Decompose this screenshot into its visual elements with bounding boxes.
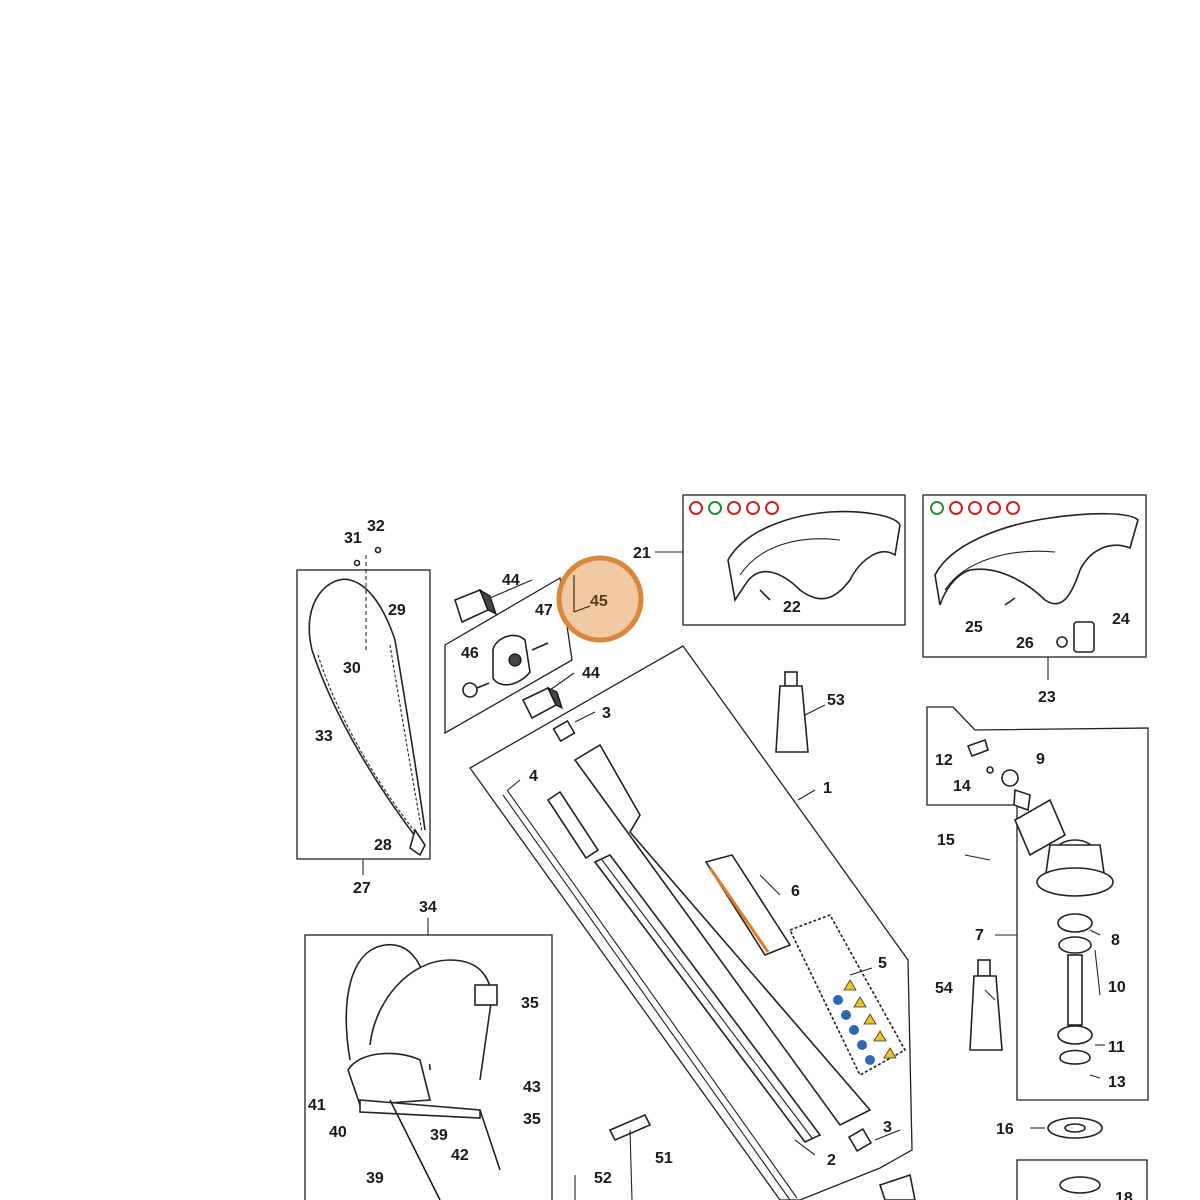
callout-44-bottom: 44 <box>582 665 600 682</box>
callout-54: 54 <box>935 980 953 997</box>
callout-13: 13 <box>1108 1074 1126 1091</box>
callout-44-top: 44 <box>502 572 520 589</box>
callout-14: 14 <box>953 778 971 795</box>
callout-35-top: 35 <box>521 995 539 1012</box>
callout-15: 15 <box>937 832 955 849</box>
callout-3-bottom: 3 <box>883 1119 892 1136</box>
callout-21: 21 <box>633 545 651 562</box>
callout-33: 33 <box>315 728 333 745</box>
callout-6: 6 <box>791 883 800 900</box>
callout-7: 7 <box>975 927 984 944</box>
callout-25: 25 <box>965 619 983 636</box>
callout-35-bottom: 35 <box>523 1111 541 1128</box>
callout-16: 16 <box>996 1121 1014 1138</box>
callout-45: 45 <box>590 593 608 610</box>
grease-tube-54 <box>969 959 1003 1051</box>
callout-23: 23 <box>1038 689 1056 706</box>
shoulder-strap-box <box>296 569 431 860</box>
callout-3-top: 3 <box>602 705 611 722</box>
highlight-marker-45[interactable]: 45 <box>556 555 644 643</box>
callout-40: 40 <box>329 1124 347 1141</box>
callout-30: 30 <box>343 660 361 677</box>
callout-11: 11 <box>1108 1039 1125 1056</box>
callout-9: 9 <box>1036 751 1045 768</box>
handle-clamp-box <box>444 576 573 735</box>
callout-22: 22 <box>783 599 801 616</box>
callout-2: 2 <box>827 1152 836 1169</box>
drive-tube-part <box>502 719 916 1200</box>
callout-46: 46 <box>461 645 479 662</box>
callout-34: 34 <box>419 899 437 916</box>
shoulder-strap-part <box>308 546 426 857</box>
callout-39-left: 39 <box>366 1170 384 1187</box>
guard-box-21 <box>682 494 906 626</box>
callout-26: 26 <box>1016 635 1034 652</box>
highlight-circle[interactable] <box>556 555 644 643</box>
callout-52: 52 <box>594 1170 612 1187</box>
callout-31: 31 <box>344 530 362 547</box>
callout-24: 24 <box>1112 611 1130 628</box>
callout-1: 1 <box>823 780 832 797</box>
gear-head-box <box>926 706 1149 1101</box>
callout-43: 43 <box>523 1079 541 1096</box>
callout-42: 42 <box>451 1147 469 1164</box>
bottom-right-box <box>1016 1159 1148 1200</box>
tool-parts <box>574 1113 652 1200</box>
callout-53: 53 <box>827 692 845 709</box>
callout-41: 41 <box>308 1097 326 1114</box>
callout-4: 4 <box>529 768 538 785</box>
grease-tube-53 <box>775 671 809 753</box>
callout-27: 27 <box>353 880 371 897</box>
callout-47: 47 <box>535 602 553 619</box>
guard-box-23 <box>922 494 1147 658</box>
callout-5: 5 <box>878 955 887 972</box>
callout-39-right: 39 <box>430 1127 448 1144</box>
harness-part: STIHL <box>345 944 501 1200</box>
callout-18: 18 <box>1115 1190 1133 1200</box>
callout-12: 12 <box>935 752 953 769</box>
callout-28: 28 <box>374 837 392 854</box>
clamp-parts <box>454 588 563 720</box>
callout-labels: 1 2 3 3 4 5 6 7 8 9 10 11 12 13 14 15 16… <box>308 518 1133 1200</box>
leader-lines <box>362 551 1105 1156</box>
gear-head-part <box>964 738 1114 1194</box>
callout-51: 51 <box>655 1150 673 1167</box>
callout-10: 10 <box>1108 979 1126 996</box>
callout-32: 32 <box>367 518 385 535</box>
guard-23-part <box>930 501 1139 653</box>
guard-21-part <box>689 501 901 603</box>
callout-29: 29 <box>388 602 406 619</box>
callout-8: 8 <box>1111 932 1120 949</box>
drive-tube-box <box>469 645 913 1200</box>
decal-parts <box>704 854 907 1077</box>
